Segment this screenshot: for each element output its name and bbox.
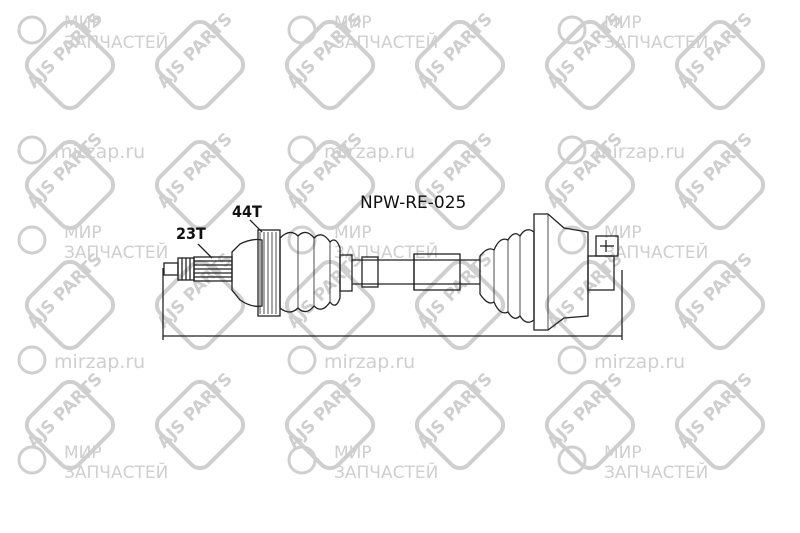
boot-clamp-outer	[339, 254, 353, 292]
inner-boot	[479, 229, 535, 323]
shaft-bar	[352, 253, 480, 291]
abs-ring	[257, 229, 281, 317]
inner-stub	[587, 235, 619, 291]
leader-23t	[197, 243, 213, 259]
part-number-label: NPW-RE-025	[360, 193, 467, 213]
outer-boot	[279, 231, 341, 313]
outer-spline-count-label: 23T	[176, 224, 206, 243]
outer-spline-section	[193, 256, 233, 282]
outer-cv-housing	[231, 238, 263, 308]
leader-44t	[249, 219, 263, 233]
abs-ring-tooth-count-label: 44T	[232, 202, 262, 221]
inner-tripod-housing	[533, 213, 589, 331]
threaded-stub	[163, 257, 195, 281]
